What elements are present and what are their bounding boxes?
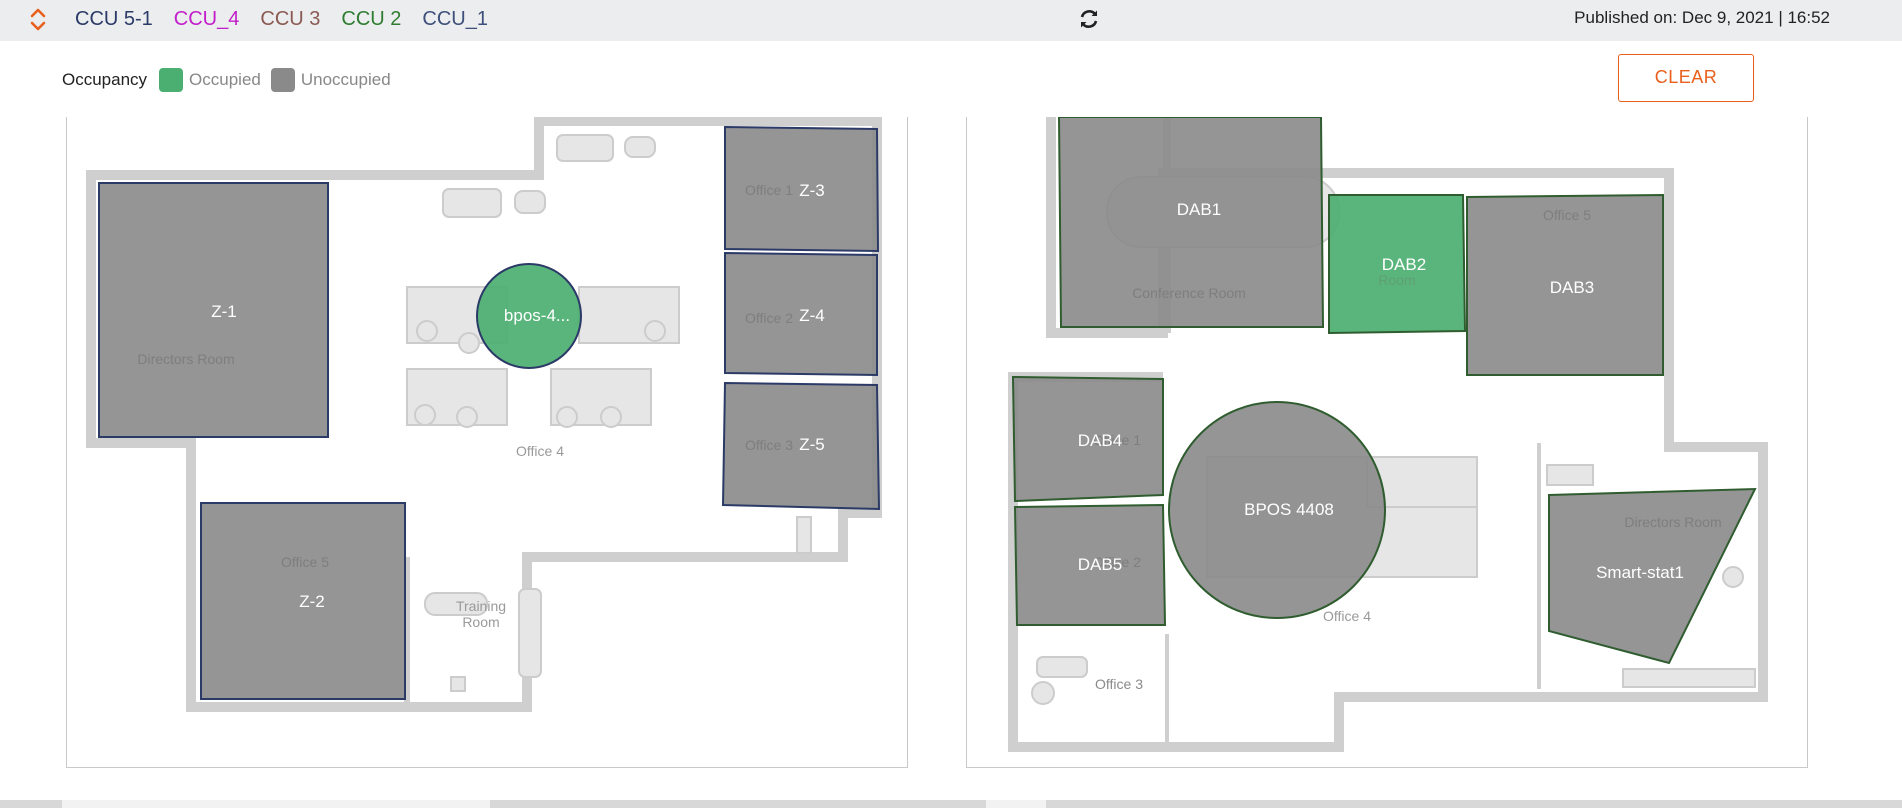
scrollbar-thumb[interactable] <box>986 800 1046 808</box>
zone-label: Z-2 <box>299 592 325 611</box>
ccu-tab[interactable]: CCU_4 <box>173 8 240 30</box>
zone-shape <box>200 502 406 700</box>
zone-z2[interactable]: Office 5 Z-2 <box>200 502 406 700</box>
zone-room-label: Office 1 <box>745 182 793 198</box>
ccu-tabs: CCU 5-1 CCU_4 CCU 3 CCU 2 CCU_1 <box>75 7 488 31</box>
ccu-tab[interactable]: CCU 3 <box>260 8 321 30</box>
floor-plan-right: Office 4 Office 3 Conference Room DAB1 R… <box>966 117 1808 768</box>
occupied-swatch <box>159 68 184 92</box>
zone-bpos-4[interactable]: bpos-4... <box>476 263 582 369</box>
room-label: Office 4 <box>516 443 564 459</box>
zone-dab1[interactable]: Conference Room DAB1 <box>1057 117 1325 328</box>
refresh-icon[interactable] <box>1078 8 1100 30</box>
zone-room-label: Room <box>1378 272 1415 288</box>
zone-label: Z-5 <box>799 435 825 454</box>
zone-shape <box>721 381 881 511</box>
zone-smart-stat1[interactable]: Directors Room Smart-stat1 <box>1548 487 1757 665</box>
scrollbar-thumb[interactable] <box>62 800 490 808</box>
zone-label: bpos-4... <box>504 306 570 325</box>
zone-shape <box>724 125 880 253</box>
zone-label: Smart-stat1 <box>1596 563 1684 582</box>
zone-shape <box>1466 193 1664 376</box>
ccu-tab[interactable]: CCU_1 <box>422 8 488 30</box>
zone-dab4[interactable]: Office 1 DAB4 <box>1011 375 1164 503</box>
zone-dab3[interactable]: Office 5 DAB3 <box>1466 193 1664 376</box>
room-label: Room <box>462 614 499 630</box>
zone-label: Z-3 <box>799 181 825 200</box>
room-label: Office 3 <box>1095 676 1143 692</box>
collapse-toggle-icon[interactable] <box>28 5 48 33</box>
room-label: Office 4 <box>1323 608 1371 624</box>
zone-shape <box>1328 194 1467 335</box>
occupancy-legend: Occupancy Occupied Unoccupied <box>62 68 401 92</box>
top-bar: CCU 5-1 CCU_4 CCU 3 CCU 2 CCU_1 Publishe… <box>0 0 1902 41</box>
zone-shape <box>1013 503 1167 626</box>
zone-dab5[interactable]: Office 2 DAB5 <box>1013 503 1167 626</box>
legend-title: Occupancy <box>62 70 148 89</box>
ccu-tab[interactable]: CCU 2 <box>341 8 402 30</box>
zone-label: DAB3 <box>1550 278 1594 297</box>
zone-room-label: Office 5 <box>281 554 329 570</box>
zone-label: Z-1 <box>211 302 237 321</box>
zone-z1[interactable]: Directors Room Z-1 <box>98 182 329 438</box>
zone-shape <box>98 182 329 438</box>
zone-shape <box>1168 401 1386 619</box>
unoccupied-swatch <box>270 68 295 92</box>
zone-label: DAB2 <box>1382 255 1426 274</box>
zone-room-label: Office 2 <box>745 310 793 326</box>
clear-button[interactable]: CLEAR <box>1618 54 1754 102</box>
zone-room-label: Office 1 <box>1093 432 1141 448</box>
zone-label: DAB1 <box>1177 200 1221 219</box>
zone-label: DAB5 <box>1078 555 1122 574</box>
published-timestamp: Published on: Dec 9, 2021 | 16:52 <box>1574 8 1830 27</box>
zone-z5[interactable]: Office 3 Z-5 <box>721 381 881 511</box>
unoccupied-label: Unoccupied <box>300 70 391 89</box>
zone-label: Z-4 <box>799 306 825 325</box>
zone-shape <box>1548 487 1757 665</box>
zone-label: DAB4 <box>1078 431 1122 450</box>
zone-shape <box>724 251 878 377</box>
zone-room-label: Office 5 <box>1543 207 1591 223</box>
zone-room-label: Office 2 <box>1093 554 1141 570</box>
horizontal-scrollbar[interactable] <box>0 800 1902 808</box>
floor-plan-left: Office 4 Training Room Directors Room Z-… <box>66 117 908 768</box>
zone-z3[interactable]: Office 1 Z-3 <box>724 125 880 253</box>
furniture <box>406 134 812 692</box>
occupied-label: Occupied <box>189 70 261 89</box>
zone-room-label: Directors Room <box>1624 514 1721 530</box>
zone-room-label: Directors Room <box>137 351 234 367</box>
zone-room-label: Office 3 <box>745 437 793 453</box>
zone-bpos-4408[interactable]: BPOS 4408 <box>1168 401 1386 619</box>
zone-dab2[interactable]: Room DAB2 <box>1328 194 1467 335</box>
zone-shape <box>476 263 582 369</box>
ccu-tab[interactable]: CCU 5-1 <box>75 8 153 30</box>
zone-shape <box>1011 375 1164 503</box>
zone-label: BPOS 4408 <box>1244 500 1334 519</box>
zone-room-label: Conference Room <box>1132 285 1246 301</box>
zone-z4[interactable]: Office 2 Z-4 <box>724 251 878 377</box>
zone-shape <box>1057 117 1325 328</box>
room-label: Training <box>456 598 506 614</box>
